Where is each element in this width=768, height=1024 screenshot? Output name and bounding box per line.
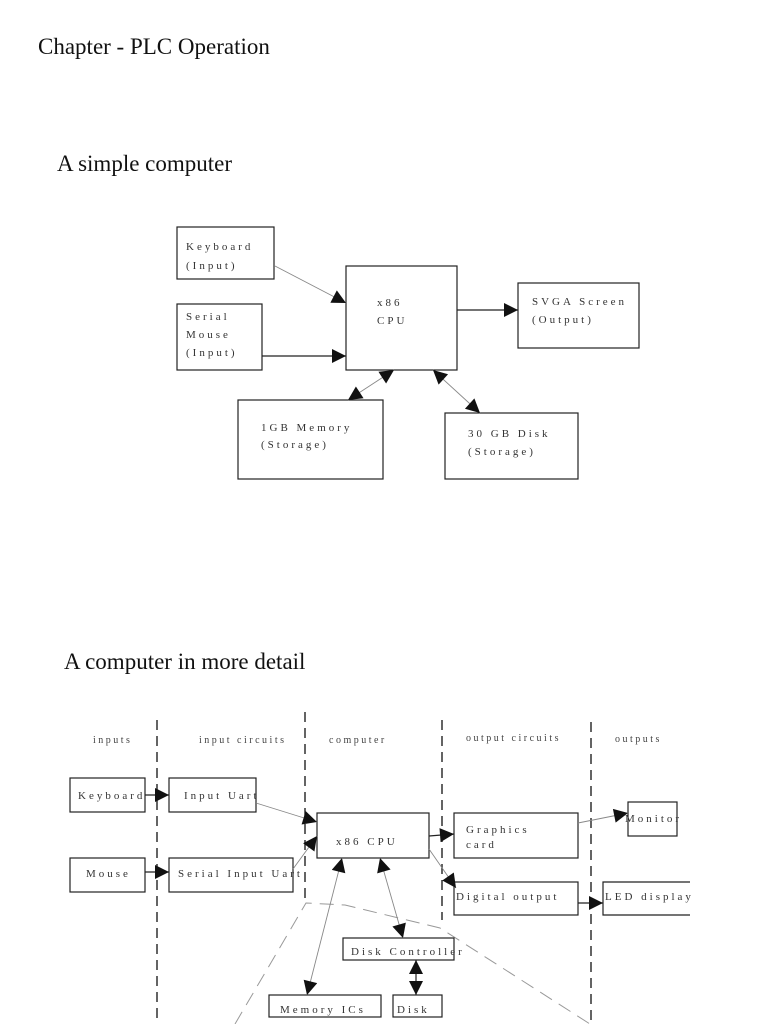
memory-ics-box: Memory ICs xyxy=(268,994,382,1018)
cpu-label-1: x86 xyxy=(377,297,403,309)
detailed-computer-diagram: inputs input circuits computer output ci… xyxy=(69,712,694,1024)
mouse-label-1: Serial xyxy=(186,311,230,323)
graphics-card-box: Graphics card xyxy=(453,812,579,859)
arrow-keyboard-to-cpu xyxy=(274,265,347,304)
mouse-sublabel: (Input) xyxy=(186,347,238,359)
disk-box: Disk xyxy=(392,994,443,1018)
mouse-box: Serial Mouse (Input) xyxy=(176,303,263,371)
memory-box: 1GB Memory (Storage) xyxy=(237,399,384,480)
memory-ics-label: Memory ICs xyxy=(280,1004,366,1016)
column-header-input-circuits: input circuits xyxy=(199,735,287,746)
monitor-box: Monitor xyxy=(625,801,682,837)
disk-controller-box: Disk Controller xyxy=(342,937,465,961)
monitor-label: Monitor xyxy=(625,813,682,825)
led-display-box: LED display xyxy=(602,881,694,916)
mouse-label: Mouse xyxy=(86,868,131,880)
section-title-simple-computer: A simple computer xyxy=(57,151,233,176)
cpu-label-2: CPU xyxy=(377,315,407,327)
keyboard-label: Keyboard xyxy=(186,241,253,253)
mouse-label-2: Mouse xyxy=(186,329,231,341)
memory-sublabel: (Storage) xyxy=(261,439,329,451)
arrow-cpu-memory-ics xyxy=(303,857,346,996)
arrow-cpu-disk-controller xyxy=(377,857,406,939)
column-header-inputs: inputs xyxy=(93,735,132,746)
led-display-label: LED display xyxy=(605,891,694,903)
keyboard-box: Keyboard xyxy=(69,777,146,813)
arrow-cpu-to-digital-output xyxy=(428,848,457,889)
column-header-computer: computer xyxy=(329,735,387,746)
memory-label: 1GB Memory xyxy=(261,422,352,434)
screen-sublabel: (Output) xyxy=(532,314,594,326)
serial-input-uart-label: Serial Input Uart xyxy=(178,868,303,880)
screen-label: SVGA Screen xyxy=(532,296,627,308)
column-header-outputs: outputs xyxy=(615,734,662,745)
serial-input-uart-box: Serial Input Uart xyxy=(168,857,303,893)
disk-label: Disk xyxy=(397,1004,430,1016)
disk-sublabel: (Storage) xyxy=(468,446,536,458)
keyboard-box: Keyboard (Input) xyxy=(176,226,275,280)
chapter-title: Chapter - PLC Operation xyxy=(38,34,270,59)
arrow-uart-to-cpu xyxy=(255,802,318,825)
graphics-card-label-1: Graphics xyxy=(466,824,530,836)
input-uart-label: Input Uart xyxy=(184,790,260,802)
disk-controller-label: Disk Controller xyxy=(351,946,465,958)
screen-box: SVGA Screen (Output) xyxy=(517,282,640,349)
disk-label: 30 GB Disk xyxy=(468,428,551,440)
arrow-cpu-disk xyxy=(432,369,481,414)
graphics-card-label-2: card xyxy=(466,839,497,851)
simple-computer-diagram: Keyboard (Input) Serial Mouse (Input) x8… xyxy=(176,226,640,480)
column-header-output-circuits: output circuits xyxy=(466,733,561,744)
arrow-serial-uart-to-cpu xyxy=(292,835,318,870)
keyboard-label: Keyboard xyxy=(78,790,145,802)
input-uart-box: Input Uart xyxy=(168,777,260,813)
arrow-graphics-to-monitor xyxy=(577,808,629,824)
cpu-box: x86 CPU xyxy=(345,265,458,371)
disk-box: 30 GB Disk (Storage) xyxy=(444,412,579,480)
mouse-box: Mouse xyxy=(69,857,146,893)
cpu-label: x86 CPU xyxy=(336,836,398,848)
arrow-cpu-memory xyxy=(347,369,395,401)
arrow-cpu-to-graphics xyxy=(428,828,455,843)
cpu-box: x86 CPU xyxy=(316,812,430,859)
digital-output-label: Digital output xyxy=(456,891,559,903)
keyboard-sublabel: (Input) xyxy=(186,260,238,272)
digital-output-box: Digital output xyxy=(453,881,579,916)
section-title-detailed-computer: A computer in more detail xyxy=(64,649,306,674)
